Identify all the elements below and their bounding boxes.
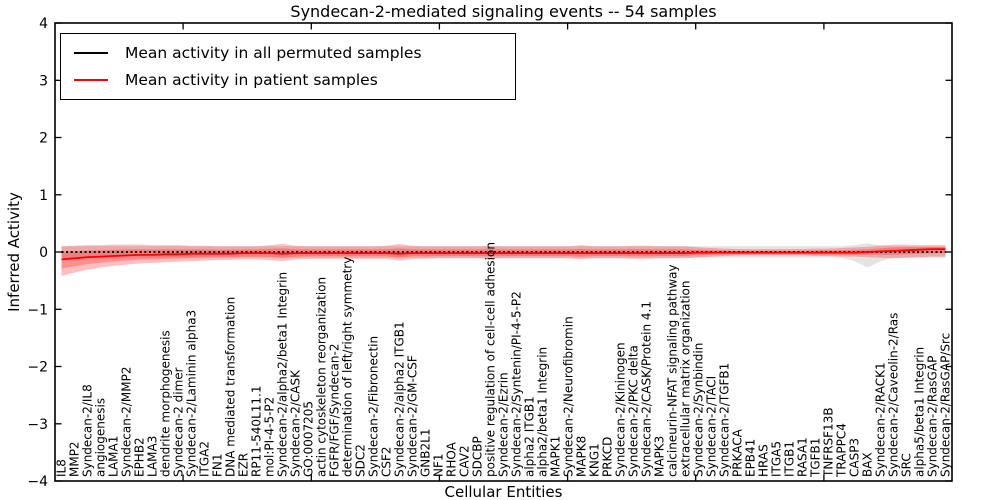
x-category-label: determination of left/right symmetry xyxy=(341,257,355,477)
x-category-label: alpha2/beta1 Integrin xyxy=(536,347,550,477)
x-category-label: dendrite morphogenesis xyxy=(159,330,173,477)
x-category-label: PRKACA xyxy=(731,428,745,477)
x-category-label: Syndecan-2/Kininogen xyxy=(614,342,628,477)
x-category-label: SRC xyxy=(900,453,914,477)
x-category-label: actin cytoskeleton reorganization xyxy=(315,277,329,477)
x-category-label: Syndecan-2/Synbindin xyxy=(692,343,706,477)
x-category-label: FGFR/FGF/Syndecan-2 xyxy=(328,344,342,477)
x-category-label: Syndecan-2/MMP2 xyxy=(120,367,134,477)
x-category-label: EZR xyxy=(237,453,251,477)
x-category-label: DNA mediated transformation xyxy=(224,297,238,477)
legend-item-permuted: Mean activity in all permuted samples xyxy=(61,44,515,62)
x-category-label: ITGB1 xyxy=(783,441,797,477)
y-tick-label: 1 xyxy=(39,188,48,204)
y-tick-label: 0 xyxy=(39,245,48,261)
x-category-label: MAPK8 xyxy=(575,436,589,477)
x-category-label: MAPK3 xyxy=(653,436,667,477)
x-category-label: mol:PI-4-5-P2 xyxy=(263,397,277,477)
x-category-label: alpha2 ITGB1 xyxy=(523,396,537,477)
x-category-label: TNFRSF13B xyxy=(822,407,836,478)
x-category-label: extracellular matrix organization xyxy=(679,281,693,478)
legend-label-patient: Mean activity in patient samples xyxy=(125,70,378,89)
x-category-label: TRAPPC4 xyxy=(835,423,849,478)
x-category-label: KNG1 xyxy=(588,443,602,477)
x-category-label: calcineurin-NFAT signaling pathway xyxy=(666,264,680,477)
x-category-label: Syndecan-2/alpha2/beta1 Integrin xyxy=(276,272,290,477)
x-category-label: Syndecan-2/alpha2 ITGB1 xyxy=(393,321,407,477)
x-category-label: CAV2 xyxy=(458,445,472,477)
x-category-label: GO:0007205 xyxy=(302,401,316,477)
x-category-label: EPHB2 xyxy=(133,437,147,477)
x-category-label: Syndecan-2 dimer xyxy=(172,367,186,477)
x-category-label: Syndecan-2/Caveolin-2/Ras xyxy=(887,313,901,477)
legend-line-red-icon xyxy=(74,78,108,81)
x-category-label: LAMA3 xyxy=(146,436,160,477)
chart-title: Syndecan-2-mediated signaling events -- … xyxy=(290,2,717,21)
x-category-label: RP11-540L11.1 xyxy=(250,386,264,477)
x-category-label: Syndecan-2/GM-CSF xyxy=(406,355,420,477)
x-category-label: Syndecan-2/Laminin alpha3 xyxy=(185,310,199,477)
x-category-label: LAMA1 xyxy=(107,436,121,477)
patient-mean-line xyxy=(61,248,946,261)
x-category-label: Syndecan-2/Ezrin xyxy=(497,372,511,477)
x-category-label: positive regulation of cell-cell adhesio… xyxy=(484,242,498,477)
x-category-label: IL8 xyxy=(55,459,69,477)
x-category-label: Syndecan-2/TGFB1 xyxy=(718,363,732,477)
x-category-label: Syndecan-2/CASK/Protein 4.1 xyxy=(640,301,654,477)
permuted-range-band xyxy=(61,243,946,268)
x-category-label: Syndecan-2/PKC delta xyxy=(627,345,641,477)
x-category-label: MAPK1 xyxy=(549,436,563,477)
x-category-label: CSF2 xyxy=(380,446,394,477)
x-category-label: Syndecan-2/RasGAP xyxy=(926,356,940,477)
y-tick-label: 4 xyxy=(39,16,48,32)
x-category-label: EPB41 xyxy=(744,439,758,477)
x-category-label: TGFB1 xyxy=(809,438,823,478)
x-category-label: Syndecan-2/IL8 xyxy=(81,384,95,477)
x-category-label: Syndecan-2/CASK xyxy=(289,369,303,477)
x-category-label: BAX xyxy=(861,452,875,477)
y-tick-label: −2 xyxy=(27,360,48,376)
x-category-label: alpha5/beta1 Integrin xyxy=(913,347,927,477)
x-category-label: NF1 xyxy=(432,453,446,477)
x-category-label: SDCBP xyxy=(471,436,485,477)
y-tick-label: −4 xyxy=(27,474,48,490)
legend-item-patient: Mean activity in patient samples xyxy=(61,71,515,89)
legend-line-black-icon xyxy=(74,52,108,55)
x-category-label: Syndecan-2/Syntenin/PI-4-5-P2 xyxy=(510,291,524,477)
x-category-label: angiogenesis xyxy=(94,398,108,477)
x-category-label: Syndecan-2/Fibronectin xyxy=(367,336,381,477)
x-category-label: FN1 xyxy=(211,453,225,477)
x-category-label: ITGA2 xyxy=(198,441,212,477)
y-tick-label: 3 xyxy=(39,73,48,89)
y-tick-label: −1 xyxy=(27,302,48,318)
x-category-label: Syndecan-2/RACK1 xyxy=(874,362,888,477)
x-category-label: RHOA xyxy=(445,441,459,477)
x-category-label: GNB2L1 xyxy=(419,429,433,477)
x-axis-label: Cellular Entities xyxy=(444,483,563,500)
x-category-label: HRAS xyxy=(757,444,771,477)
x-category-label: MMP2 xyxy=(68,441,82,477)
legend: Mean activity in all permuted samples Me… xyxy=(60,33,516,100)
x-category-label: CASP3 xyxy=(848,438,862,477)
x-category-label: Syndecan-2/RasGAP/Src xyxy=(939,333,953,477)
x-category-label: SDC2 xyxy=(354,444,368,477)
y-tick-label: 2 xyxy=(39,131,48,147)
x-category-label: ITGA5 xyxy=(770,441,784,477)
legend-label-permuted: Mean activity in all permuted samples xyxy=(125,44,422,63)
x-category-label: Syndecan-2/TACI xyxy=(705,376,719,477)
patient-range-band xyxy=(61,244,946,276)
x-category-label: RASA1 xyxy=(796,437,810,477)
y-tick-label: −3 xyxy=(27,417,48,433)
x-category-label: PRKCD xyxy=(601,437,615,477)
x-category-label: Syndecan-2/Neurofibromin xyxy=(562,316,576,477)
